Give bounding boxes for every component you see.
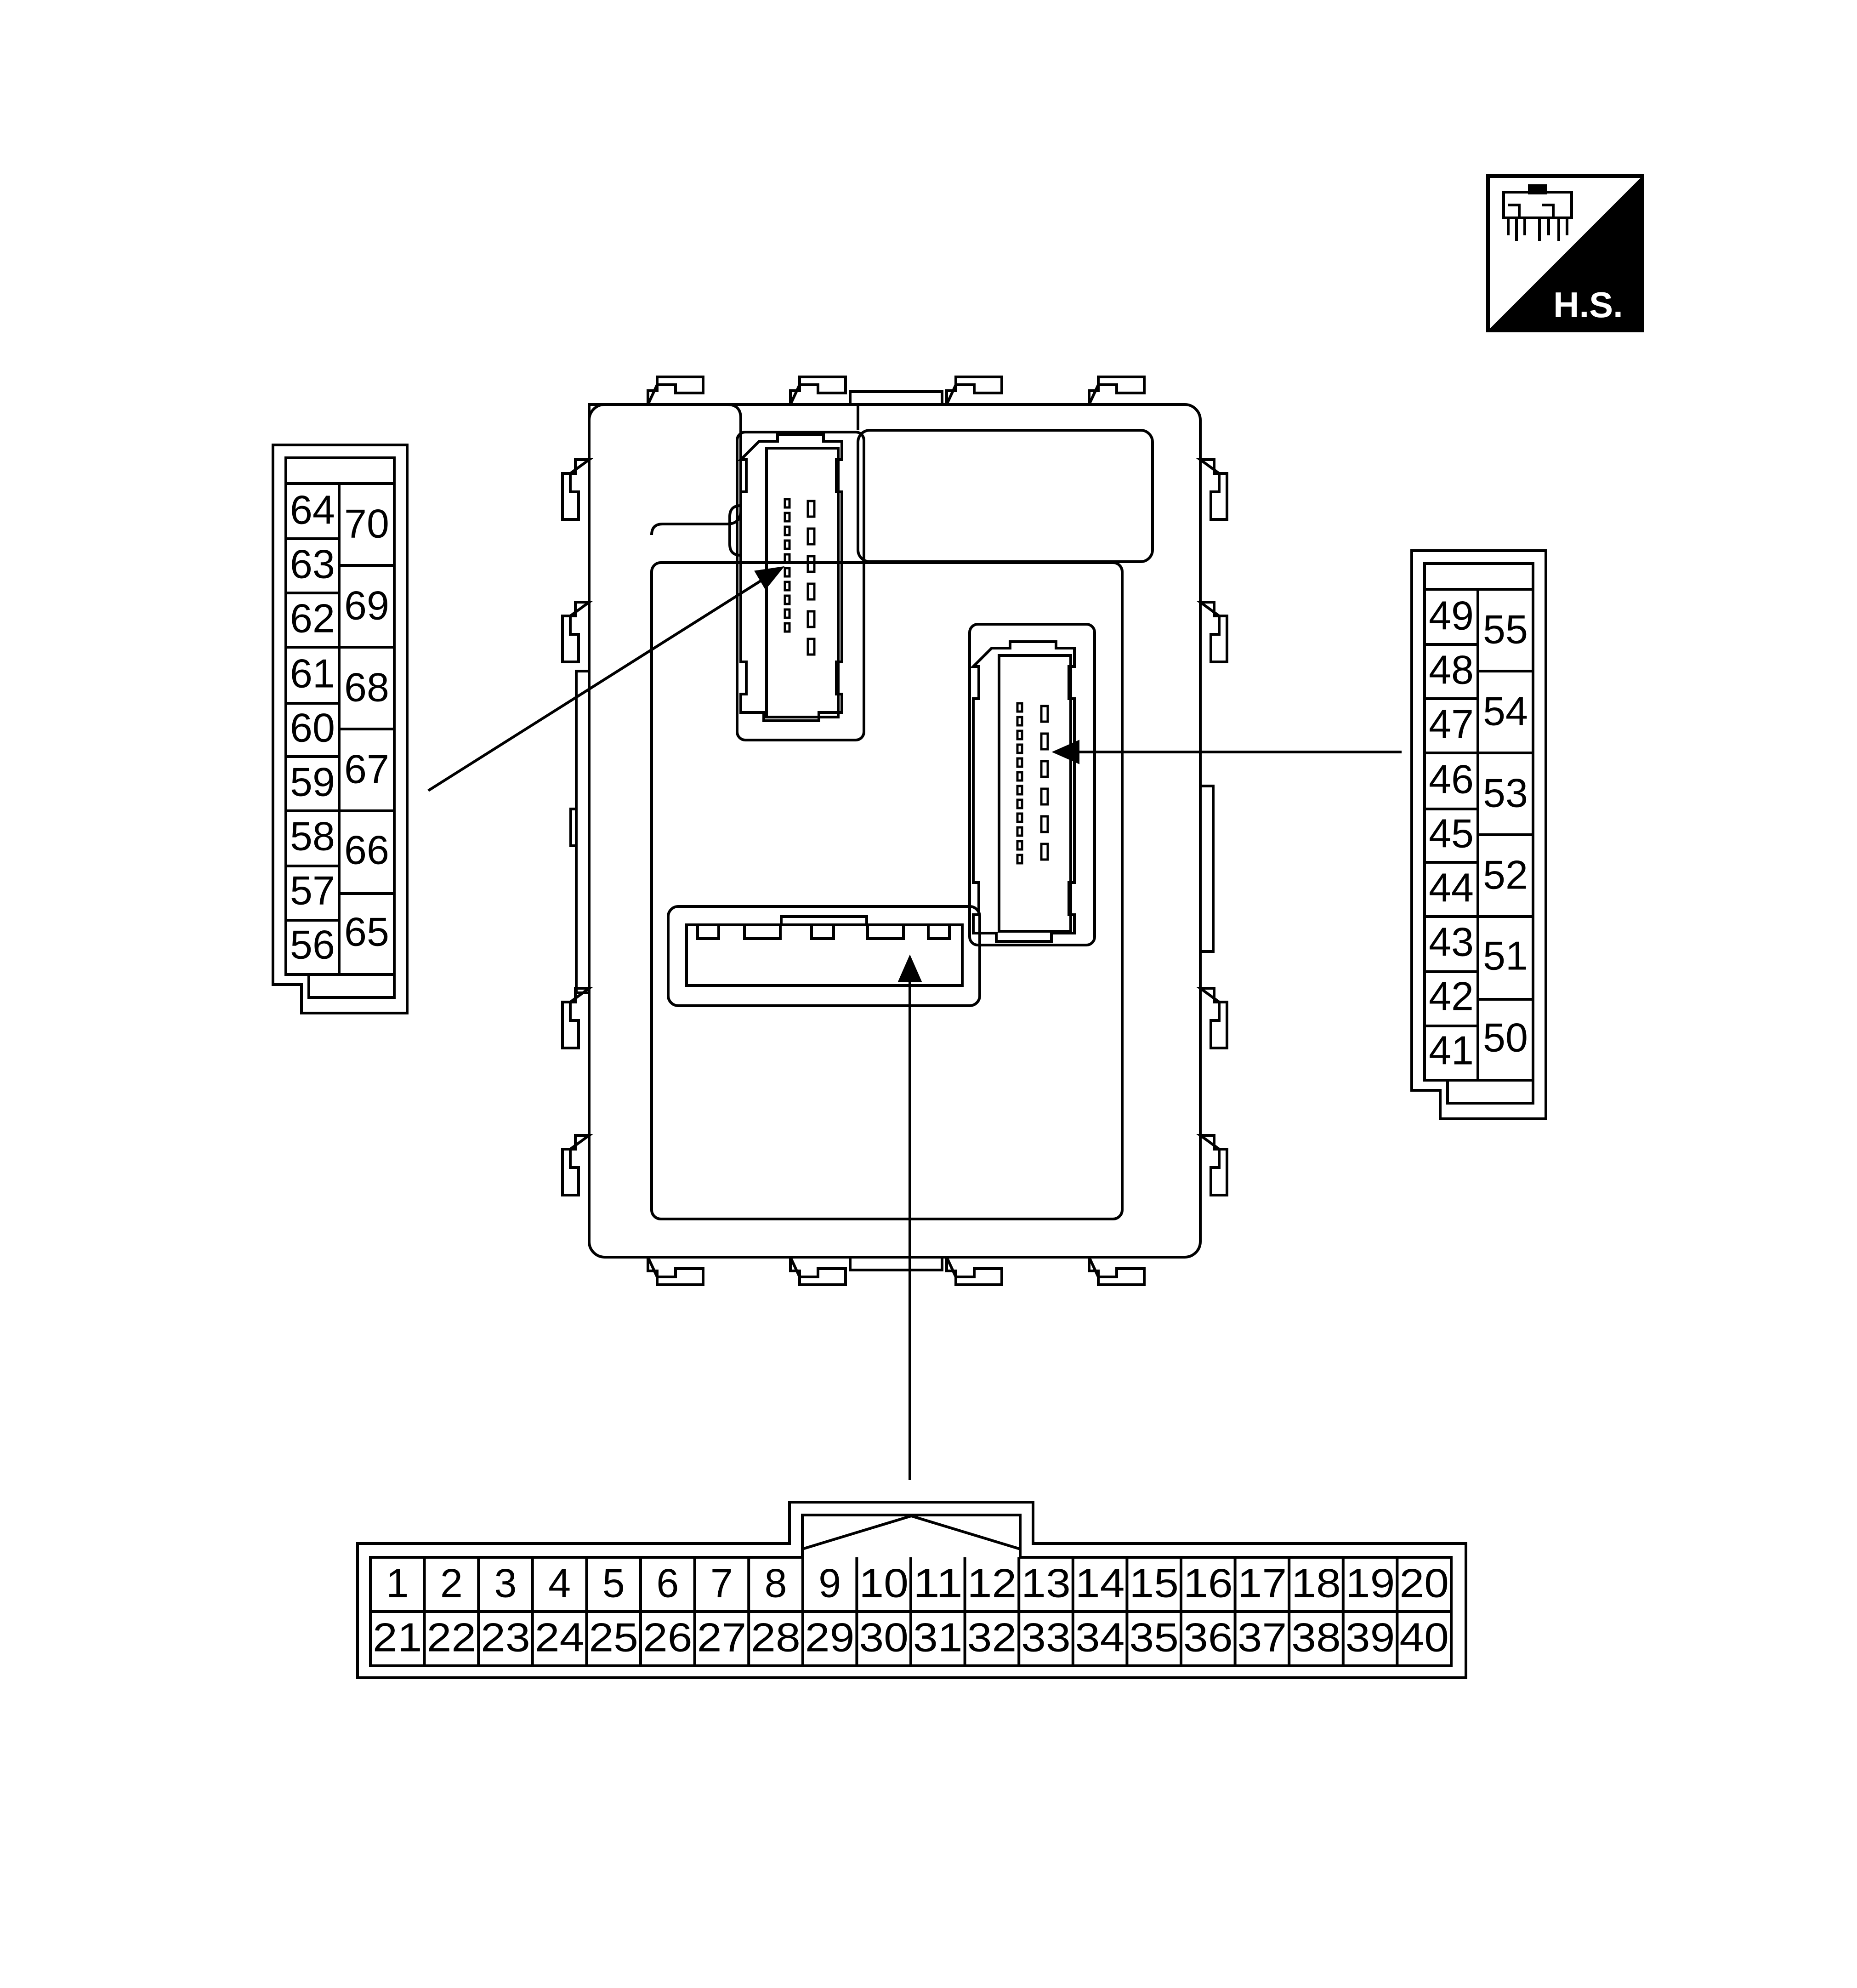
upper-connector-pins [784,498,816,656]
pin-label: 38 [1291,1614,1341,1660]
arrows [427,566,1402,1480]
pin-label: 11 [913,1560,963,1606]
pin-label: 13 [1021,1560,1071,1606]
pin-label: 27 [697,1614,747,1660]
pin-label: 58 [290,813,335,859]
pin-label: 35 [1129,1614,1179,1660]
left-connector-face [272,444,409,1014]
connector-harness-side-icon [1502,184,1573,241]
pin-label: 64 [290,487,335,532]
pin-label: 33 [1021,1614,1071,1660]
pin-label: 16 [1183,1560,1233,1606]
pin-label: 57 [290,867,335,913]
pin-label: 36 [1183,1614,1233,1660]
right-connector-housing [968,623,1096,946]
pin-label: 22 [427,1614,477,1660]
pin-label: 34 [1075,1614,1125,1660]
pin-label: 24 [535,1614,585,1660]
right-connector-face [1410,549,1547,1120]
pin-label: 46 [1429,756,1474,802]
pin-label: 63 [290,541,335,587]
pin-label: 19 [1346,1560,1395,1606]
pin-label: 66 [344,827,389,872]
pin-label: 32 [967,1614,1017,1660]
pin-label: 29 [805,1614,855,1660]
pin-label: 42 [1429,973,1474,1019]
pin-label: 53 [1483,770,1528,815]
pin-label: 3 [494,1560,517,1606]
pin-label: 55 [1483,606,1528,652]
pin-label: 52 [1483,852,1528,897]
pin-label: 30 [859,1614,909,1660]
left-connector-pin-labels: 64 63 62 61 60 59 58 57 56 70 69 68 67 6… [290,487,389,967]
pin-label: 49 [1429,592,1474,638]
pin-label: 28 [751,1614,801,1660]
pin-label: 37 [1238,1614,1287,1660]
pin-label: 51 [1483,933,1528,978]
pin-label: 56 [290,922,335,967]
lower-connector-housing [667,905,981,1007]
pin-label: 7 [710,1560,733,1606]
pin-label: 60 [290,705,335,750]
pin-label: 39 [1346,1614,1395,1660]
badge-label: H.S. [1553,285,1623,325]
pin-label: 61 [290,650,335,696]
bottom-connector-dividers [423,1557,1399,1666]
pin-label: 1 [386,1560,409,1606]
pin-label: 47 [1429,701,1474,746]
pin-label: 15 [1129,1560,1179,1606]
pin-label: 62 [290,595,335,641]
pin-label: 41 [1429,1027,1474,1073]
pin-label: 67 [344,746,389,792]
pin-label: 10 [859,1560,909,1606]
pin-label: 43 [1429,919,1474,964]
pin-label: 50 [1483,1014,1528,1060]
pin-label: 18 [1291,1560,1341,1606]
pin-label: 26 [643,1614,693,1660]
harness-side-badge: H.S. [1486,174,1644,332]
pin-label: 31 [913,1614,963,1660]
pin-label: 45 [1429,810,1474,856]
pin-label: 17 [1238,1560,1287,1606]
pin-label: 6 [656,1560,679,1606]
pin-label: 25 [589,1614,638,1660]
pin-label: 14 [1075,1560,1125,1606]
pin-label: 59 [290,759,335,804]
pin-label: 12 [967,1560,1017,1606]
right-connector-pins [1016,702,1049,865]
pin-label: 5 [602,1560,625,1606]
pin-label: 70 [344,501,389,546]
bottom-connector-face [356,1501,1467,1679]
pin-label: 44 [1429,865,1474,910]
pin-label: 48 [1429,647,1474,692]
right-connector-pin-labels: 49 48 47 46 45 44 43 42 41 55 54 53 52 5… [1429,592,1528,1073]
upper-connector-housing [736,431,865,741]
pin-label: 4 [548,1560,571,1606]
pin-label: 8 [765,1560,787,1606]
pin-label: 40 [1399,1614,1449,1660]
pin-label: 20 [1399,1560,1449,1606]
pin-label: 23 [481,1614,530,1660]
pin-label: 9 [818,1560,841,1606]
control-unit-body [561,376,1228,1286]
pin-label: 54 [1483,688,1528,734]
pin-label: 68 [344,664,389,710]
pin-label: 21 [373,1614,422,1660]
pin-label: 2 [440,1560,463,1606]
pin-label: 65 [344,909,389,954]
pin-label: 69 [344,582,389,628]
